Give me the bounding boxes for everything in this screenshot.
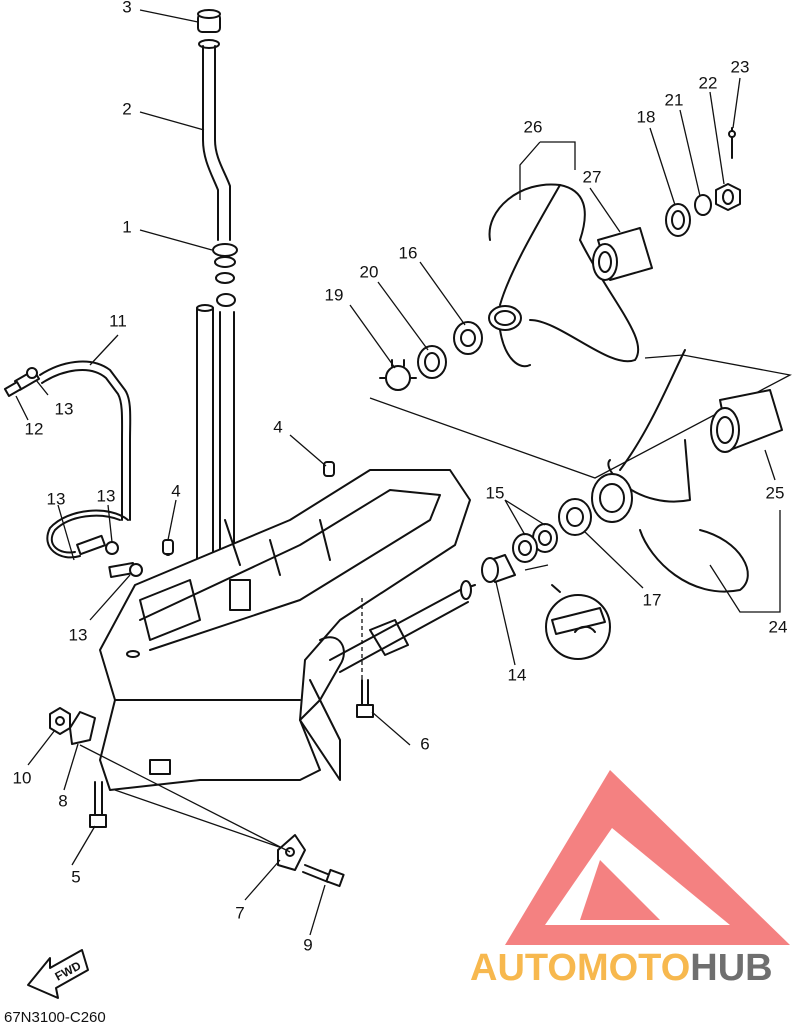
part-24-propeller xyxy=(591,349,749,593)
callout-22: 22 xyxy=(699,73,718,92)
callout-6: 6 xyxy=(420,734,429,753)
callout-17: 17 xyxy=(643,590,662,609)
callout-4b: 4 xyxy=(171,481,180,500)
part-15-washers xyxy=(512,523,558,563)
part-5-bolt xyxy=(89,781,107,828)
callout-23: 23 xyxy=(731,57,750,76)
callout-25: 25 xyxy=(766,483,785,502)
part-10-nut xyxy=(49,707,71,735)
part-1-grommet-stack xyxy=(212,243,238,307)
callout-11: 11 xyxy=(109,311,127,330)
callout-13d: 13 xyxy=(69,625,88,644)
part-21-washer xyxy=(694,194,712,216)
callout-14: 14 xyxy=(508,665,527,684)
part-23-cotter-pin xyxy=(728,127,736,159)
callout-5: 5 xyxy=(71,867,80,886)
diagram-code: 67N3100-C260 xyxy=(4,1009,106,1026)
part-7-anode xyxy=(277,834,306,871)
lower-casing xyxy=(99,469,471,791)
callout-19: 19 xyxy=(325,285,344,304)
part-8-anode xyxy=(69,711,96,745)
part-27-spacer xyxy=(592,227,653,281)
watermark-logo: AUTOMOTOHUB xyxy=(470,770,790,989)
part-14-spacer xyxy=(481,554,516,583)
part-22-nut xyxy=(715,183,741,211)
callout-18: 18 xyxy=(637,107,656,126)
callout-1: 1 xyxy=(122,217,131,236)
watermark-text: AUTOMOTOHUB xyxy=(470,947,773,989)
part-26-propeller xyxy=(488,183,640,368)
part-3-cap xyxy=(197,9,221,33)
callout-15: 15 xyxy=(486,483,505,502)
leader-lines xyxy=(15,9,781,936)
propeller-kit-outline xyxy=(369,354,792,479)
drive-shaft xyxy=(196,304,235,561)
part-20-nut xyxy=(417,345,447,379)
callout-7: 7 xyxy=(235,903,244,922)
callout-8: 8 xyxy=(58,791,67,810)
callout-2: 2 xyxy=(122,99,131,118)
callout-21: 21 xyxy=(665,90,684,109)
part-6-bolt xyxy=(356,679,374,718)
propeller-shaft xyxy=(329,580,476,673)
part-19-tab-washer xyxy=(379,359,417,391)
part-25-rubber-hub xyxy=(710,389,783,453)
callout-16: 16 xyxy=(399,243,418,262)
callout-13b: 13 xyxy=(47,489,66,508)
callout-4: 4 xyxy=(273,417,282,436)
callout-12: 12 xyxy=(25,419,44,438)
callout-26: 26 xyxy=(524,117,543,136)
callout-24: 24 xyxy=(769,617,788,636)
part-18-washer xyxy=(665,203,691,237)
callout-9: 9 xyxy=(303,935,312,954)
callout-20: 20 xyxy=(360,262,379,281)
part-16-thrust-washer xyxy=(453,321,483,355)
callout-labels: 3 2 1 4 4 11 13 12 13 13 13 6 10 8 5 7 9… xyxy=(13,0,788,954)
detail-inset xyxy=(524,564,611,660)
part-17-thrust-washer xyxy=(558,498,592,536)
fwd-arrow: FWD xyxy=(27,949,89,999)
callout-10: 10 xyxy=(13,768,32,787)
callout-13c: 13 xyxy=(97,486,116,505)
callout-13a: 13 xyxy=(55,399,74,418)
part-9-bolt xyxy=(302,864,345,888)
part-11-hose xyxy=(3,360,143,579)
part-2-water-tube xyxy=(198,39,231,241)
callout-3: 3 xyxy=(122,0,131,16)
callout-27: 27 xyxy=(583,167,602,186)
